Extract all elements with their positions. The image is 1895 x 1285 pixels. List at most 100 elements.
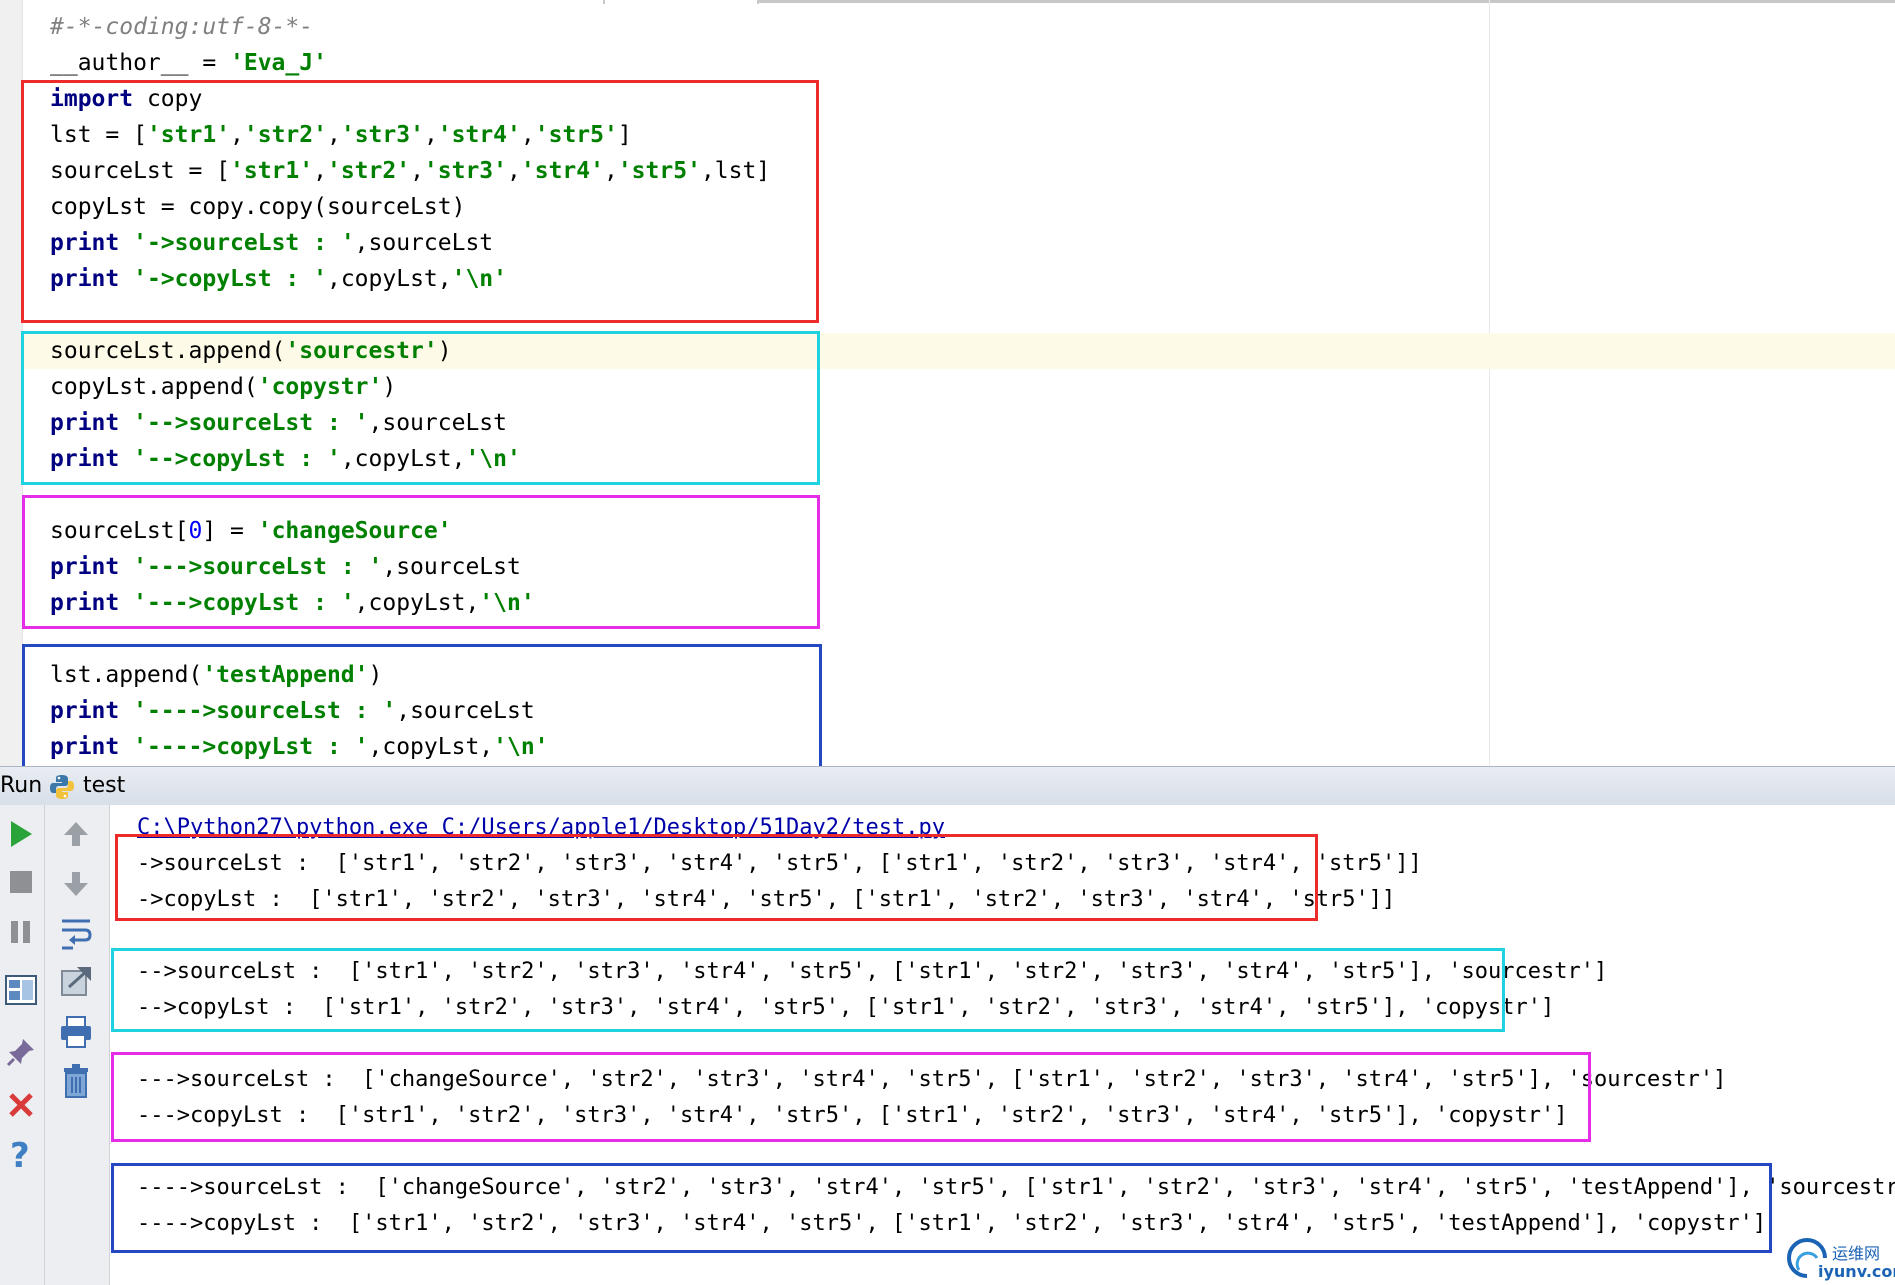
code-token: 'sourcestr': [285, 338, 438, 364]
code-line[interactable]: __author__ = 'Eva_J': [50, 45, 327, 81]
code-token: ,copyLst,: [354, 590, 480, 616]
code-token: 'str1': [230, 158, 314, 184]
code-token: '->sourceLst : ': [133, 230, 355, 256]
code-token: lst.append(: [50, 662, 203, 688]
highlight-box-red: [21, 80, 819, 323]
up-arrow-icon[interactable]: [61, 819, 91, 849]
code-token: #-*-coding:utf-8-*-: [50, 14, 314, 40]
print-icon[interactable]: [59, 1015, 93, 1049]
code-token: print: [50, 266, 120, 292]
output-box-cyan: [111, 948, 1505, 1032]
code-token: lst = [: [50, 122, 147, 148]
code-line[interactable]: sourceLst = ['str1','str2','str3','str4'…: [50, 153, 770, 189]
console-line: --->copyLst : ['str1', 'str2', 'str3', '…: [137, 1103, 1568, 1128]
code-token: 'str2': [243, 122, 327, 148]
code-token: ): [382, 374, 397, 400]
code-line[interactable]: print '--->copyLst : ',copyLst,'\n': [50, 585, 535, 621]
code-token: '\n': [479, 590, 535, 616]
output-box-blue: [111, 1163, 1772, 1253]
console-line: ---->copyLst : ['str1', 'str2', 'str3', …: [137, 1211, 1767, 1236]
console-output[interactable]: C:\Python27\python.exe C:/Users/apple1/D…: [110, 805, 1895, 1285]
code-token: '\n': [493, 734, 549, 760]
code-token: ,lst]: [700, 158, 771, 184]
code-editor[interactable]: #-*-coding:utf-8-*-__author__ = 'Eva_J'i…: [0, 0, 1895, 766]
code-token: ]: [617, 122, 632, 148]
run-config-name[interactable]: test: [83, 773, 126, 798]
watermark-text: 运维网: [1832, 1244, 1881, 1263]
code-token: '->copyLst : ': [133, 266, 327, 292]
code-token: '-->sourceLst : ': [133, 410, 369, 436]
code-token: 'str4': [520, 158, 604, 184]
code-token: print: [50, 554, 120, 580]
code-line[interactable]: copyLst = copy.copy(sourceLst): [50, 189, 465, 225]
pause-icon[interactable]: [8, 919, 34, 945]
code-token: 'str5': [534, 122, 618, 148]
scroll-to-end-icon[interactable]: [59, 965, 93, 999]
code-line[interactable]: print '->copyLst : ',copyLst,'\n': [50, 261, 507, 297]
code-token: ,copyLst,: [340, 446, 466, 472]
code-line[interactable]: print '---->copyLst : ',copyLst,'\n': [50, 729, 549, 765]
code-token: ] =: [202, 518, 258, 544]
code-token: print: [50, 590, 120, 616]
code-line[interactable]: print '--->sourceLst : ',sourceLst: [50, 549, 521, 585]
code-token: 'str3': [340, 122, 424, 148]
code-token: print: [50, 698, 120, 724]
pin-icon[interactable]: [6, 1037, 36, 1067]
code-line[interactable]: print '---->sourceLst : ',sourceLst: [50, 693, 535, 729]
code-line[interactable]: #-*-coding:utf-8-*-: [50, 9, 313, 45]
code-token: ): [368, 662, 383, 688]
code-line[interactable]: print '-->copyLst : ',copyLst,'\n': [50, 441, 521, 477]
right-margin-guide: [1489, 0, 1490, 766]
code-token: sourceLst = [: [50, 158, 231, 184]
output-box-red: [115, 834, 1318, 921]
code-line[interactable]: sourceLst[0] = 'changeSource': [50, 513, 452, 549]
run-icon[interactable]: [8, 819, 34, 849]
code-token: ,: [313, 158, 327, 184]
watermark-url: iyunv.com: [1818, 1262, 1895, 1281]
editor-gutter[interactable]: [0, 0, 23, 766]
code-token: ,sourceLst: [354, 230, 494, 256]
code-token: '---->sourceLst : ': [133, 698, 397, 724]
code-token: 'str5': [617, 158, 701, 184]
code-token: ,: [230, 122, 244, 148]
code-token: ,: [410, 158, 424, 184]
close-icon[interactable]: [7, 1091, 35, 1119]
console-line: -->sourceLst : ['str1', 'str2', 'str3', …: [137, 959, 1608, 984]
code-line[interactable]: sourceLst.append('sourcestr'): [50, 333, 452, 369]
code-token: ,sourceLst: [382, 554, 521, 580]
code-line[interactable]: print '-->sourceLst : ',sourceLst: [50, 405, 507, 441]
svg-text:?: ?: [10, 1137, 30, 1173]
tab-divider: [757, 0, 759, 4]
code-token: copyLst = copy.copy(sourceLst): [50, 194, 466, 220]
highlight-box-magenta: [22, 495, 820, 629]
code-token: 'str4': [437, 122, 521, 148]
code-token: '---->copyLst : ': [133, 734, 369, 760]
python-icon: [50, 775, 74, 799]
run-tab-label[interactable]: Run: [0, 773, 43, 798]
down-arrow-icon[interactable]: [61, 869, 91, 899]
code-token: sourceLst.append(: [50, 338, 286, 364]
code-token: 'Eva_J': [230, 50, 327, 76]
stop-icon[interactable]: [8, 869, 34, 895]
code-line[interactable]: print '->sourceLst : ',sourceLst: [50, 225, 493, 261]
help-icon[interactable]: ?: [7, 1137, 35, 1173]
layout-icon[interactable]: [5, 975, 37, 1005]
code-line[interactable]: lst = ['str1','str2','str3','str4','str5…: [50, 117, 632, 153]
code-line[interactable]: import copy: [50, 81, 202, 117]
code-line[interactable]: lst.append('testAppend'): [50, 657, 382, 693]
code-token: 0: [188, 518, 203, 544]
run-panel-header: Run test: [0, 766, 1895, 806]
soft-wrap-icon[interactable]: [59, 916, 93, 950]
code-token: ,: [520, 122, 535, 148]
code-token: copyLst.append(: [50, 374, 258, 400]
code-token: 'str1': [146, 122, 231, 148]
code-line[interactable]: copyLst.append('copystr'): [50, 369, 396, 405]
trash-icon[interactable]: [61, 1063, 91, 1099]
highlight-box-blue: [22, 644, 822, 766]
code-token: print: [50, 446, 120, 472]
console-line: --->sourceLst : ['changeSource', 'str2',…: [137, 1067, 1727, 1092]
run-toolbar-left: ?: [0, 805, 45, 1285]
code-token: 'copystr': [257, 374, 383, 400]
code-token: __author__ =: [50, 50, 231, 76]
console-line: ->sourceLst : ['str1', 'str2', 'str3', '…: [137, 851, 1422, 876]
